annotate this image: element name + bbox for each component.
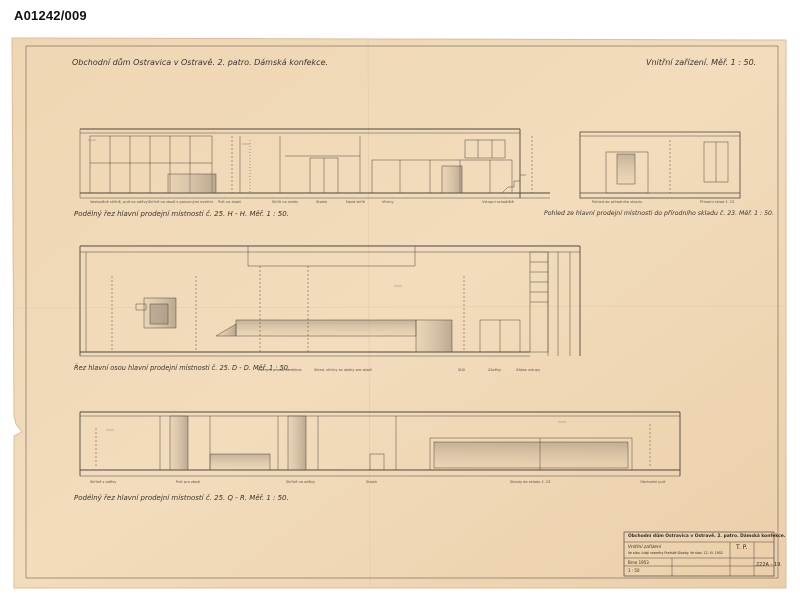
section3-caption: Řez hlavní osou hlavní prodejní místnost…: [74, 364, 291, 372]
titleblock-number: 222A - 19.: [756, 562, 782, 568]
section3-label: Stůl: [458, 368, 465, 372]
drawing-sheet: Obchodní dům Ostravica v Ostravě. 2. pat…: [10, 36, 788, 590]
section1-label: Vstupní schodiště: [482, 200, 514, 204]
section1-label: Nová skříň: [346, 200, 366, 204]
section4-label: Skříně na oděvy: [286, 480, 316, 484]
section1-caption: Podélný řez hlavní prodejní místností č.…: [74, 210, 289, 218]
section2-label: Přírodní sklad č. 23: [700, 200, 735, 204]
titleblock-mark: T. P.: [736, 544, 748, 551]
titleblock-line1: Vnitřní zařízení: [628, 545, 661, 550]
section4-label: Obchodní pult: [640, 480, 666, 484]
section1-label: Skříně na zboží s posuvnými dveřmi: [148, 200, 213, 204]
section4-label: Stolek: [366, 480, 378, 484]
section3-label: Závěsy: [488, 368, 502, 372]
section4-caption: Podélný řez hlavní prodejní místností č.…: [74, 494, 289, 502]
section1-label: Stolek: [316, 200, 328, 204]
titleblock-date: Brno 1953: [628, 560, 649, 565]
section1-label: Pult na zboží: [218, 200, 241, 204]
section3-label: Sklad. vitríny se stolky pro zboží: [314, 368, 372, 372]
section2-label: Pohled do přírodního skladu: [592, 200, 643, 204]
section1-label: Vestavěné skříně, pult na oděvy: [90, 200, 148, 204]
section2-caption: Pohled ze hlavní prodejní místnosti do p…: [544, 210, 774, 217]
archive-id: A01242/009: [14, 8, 87, 23]
section1-label: Skříň na rolety: [272, 200, 299, 204]
section3-label: Zákaz vstupu: [516, 368, 541, 372]
titleblock-header: Obchodní dům Ostravica v Ostravě. 2. pat…: [628, 534, 786, 539]
titleblock-scale: 1 : 50: [628, 568, 640, 573]
section3-label: Pult pro prodej konfekce: [258, 368, 302, 372]
sheet-title: Obchodní dům Ostravica v Ostravě. 2. pat…: [72, 58, 329, 67]
section4-label: Pult pro zboží: [176, 480, 201, 484]
sheet-subtitle: Vnitřní zařízení. Měř. 1 : 50.: [646, 58, 757, 67]
section4-label: Skříně s oděvy: [90, 480, 117, 484]
section1-label: Vitríny: [382, 200, 394, 204]
section4-label: Sklady do skladu č. 23: [510, 480, 551, 484]
titleblock-line2: Ve stáv. údaji rozměry Pražské Stavby. V…: [628, 551, 723, 555]
drawing-svg: [11, 37, 787, 589]
